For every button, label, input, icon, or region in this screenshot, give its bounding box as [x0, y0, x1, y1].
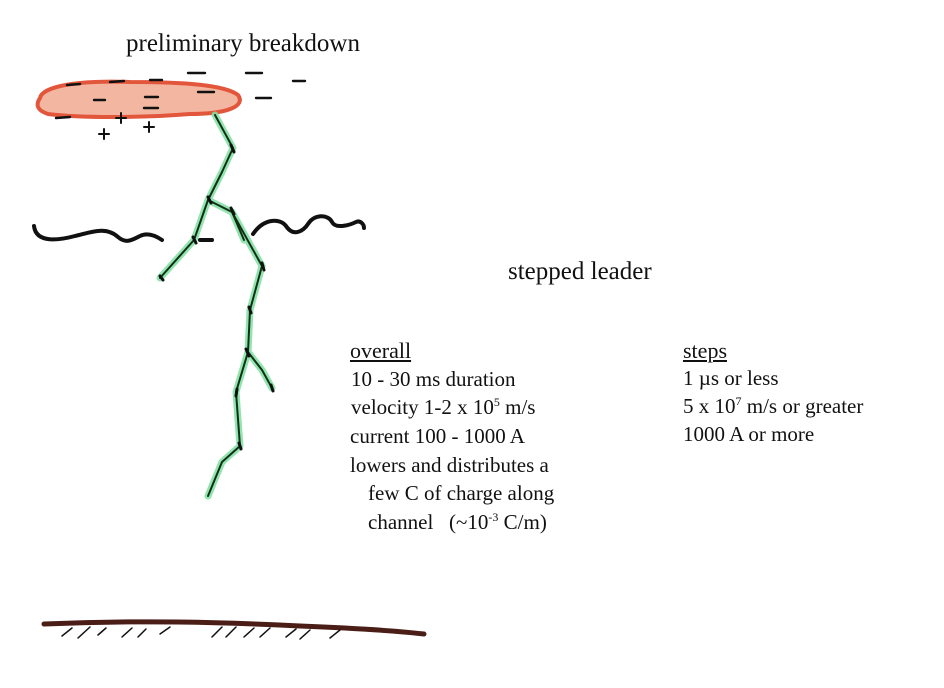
- overall-current: current 100 - 1000 A: [350, 424, 525, 448]
- stepped-leader-glow: [156, 111, 276, 500]
- velocity-text: velocity 1-2 x 10: [351, 395, 494, 419]
- wave-line-right: [251, 214, 366, 236]
- steps-time: 1 µs or less: [683, 366, 779, 390]
- overall-channel: channel (~10-3 C/m): [368, 510, 547, 534]
- steps-speed-unit: m/s or greater: [741, 394, 864, 418]
- steps-speed-text: 5 x 10: [683, 394, 736, 418]
- channel-exponent: -3: [488, 510, 499, 524]
- steps-current: 1000 A or more: [683, 422, 815, 446]
- cloud-shape: [35, 79, 242, 119]
- overall-heading: overall: [350, 338, 412, 363]
- overall-velocity: velocity 1-2 x 105 m/s: [351, 395, 536, 419]
- velocity-unit: m/s: [499, 395, 536, 419]
- negative-charges: [54, 71, 307, 120]
- title-preliminary-breakdown: preliminary breakdown: [126, 30, 360, 57]
- ground-hatching: [61, 626, 341, 640]
- channel-unit: C/m): [498, 510, 547, 534]
- wave-line-left: [32, 224, 164, 243]
- overall-duration: 10 - 30 ms duration: [351, 367, 516, 391]
- overall-few-charge: few C of charge along: [368, 481, 555, 505]
- stepped-leader-line: [159, 114, 273, 497]
- channel-text: channel (~10: [368, 510, 489, 534]
- steps-speed-exponent: 7: [735, 394, 742, 408]
- positive-charges: [98, 112, 155, 140]
- velocity-exponent: 5: [493, 395, 500, 409]
- steps-speed: 5 x 107 m/s or greater: [683, 394, 864, 418]
- overall-lowers: lowers and distributes a: [350, 453, 549, 477]
- title-stepped-leader: stepped leader: [508, 258, 652, 285]
- steps-heading: steps: [683, 338, 727, 363]
- step-marks: [158, 143, 275, 451]
- ground-line: [41, 619, 427, 637]
